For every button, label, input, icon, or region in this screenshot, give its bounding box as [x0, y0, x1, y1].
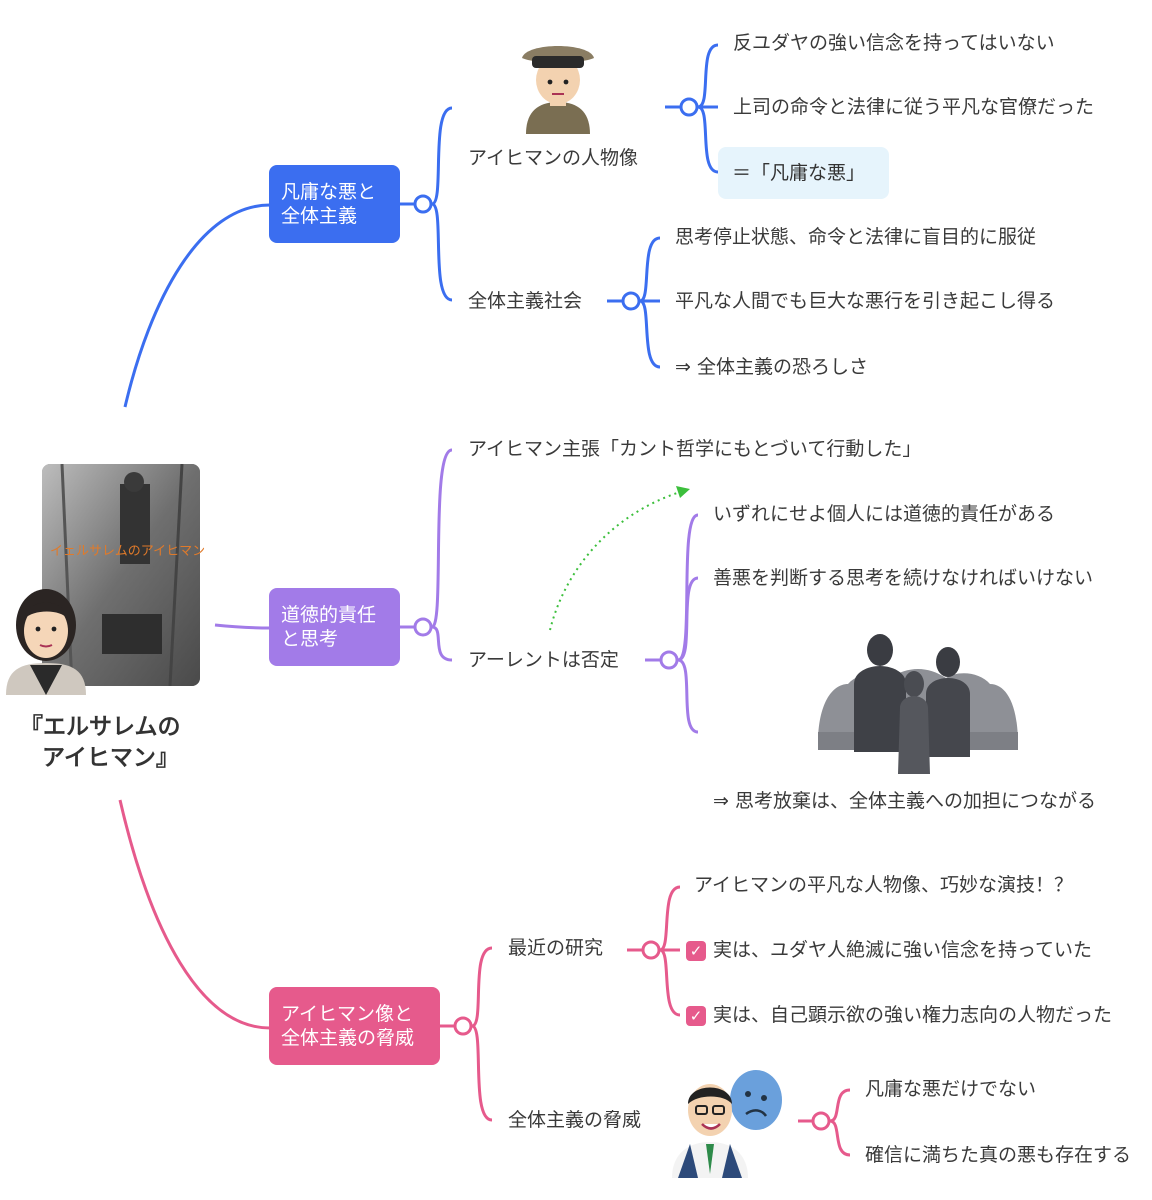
- node-totalitarian-threat[interactable]: [811, 1111, 831, 1131]
- check-icon[interactable]: ✓: [686, 941, 706, 961]
- dotted-arrow: [549, 491, 681, 631]
- leaf-abandon-thinking[interactable]: ⇒ 思考放棄は、全体主義への加担につながる: [713, 790, 1096, 812]
- node-branch3[interactable]: [453, 1016, 473, 1036]
- leaf-individual-responsibility[interactable]: いずれにせよ個人には道徳的責任がある: [713, 503, 1056, 525]
- leaf-strong-belief[interactable]: 実は、ユダヤ人絶滅に強い信念を持っていた: [713, 939, 1093, 961]
- branch-label-line2: と思考: [281, 628, 339, 650]
- root-title-line2: アイヒマン』: [42, 745, 179, 771]
- leaf-totalitarian-horror[interactable]: ⇒ 全体主義の恐ろしさ: [675, 356, 868, 378]
- leaf-not-only-banal[interactable]: 凡庸な悪だけでない: [865, 1078, 1037, 1100]
- node-branch2[interactable]: [413, 617, 433, 637]
- book-cover-icon: [42, 464, 200, 686]
- leaf-keep-thinking[interactable]: 善悪を判断する思考を続けなければいけない: [713, 567, 1094, 589]
- node-eichmann-profile[interactable]: [679, 97, 699, 117]
- branch-label-line1: 凡庸な悪と: [281, 181, 377, 203]
- leaf-ordinary-bureaucrat[interactable]: 上司の命令と法律に従う平凡な官僚だった: [733, 96, 1095, 118]
- branch-label-line2: 全体主義: [281, 205, 358, 227]
- branch-moral-responsibility[interactable]: 道徳的責任 と思考: [269, 588, 400, 666]
- node-label-arendt-denial[interactable]: アーレントは否定: [468, 649, 619, 671]
- leaf-banal-evil-text: ＝「凡庸な悪」: [732, 162, 866, 184]
- check-icon[interactable]: ✓: [686, 1006, 706, 1026]
- arendt-portrait-icon: [6, 589, 86, 695]
- crowd-shadow-illustration-icon: [818, 634, 1018, 774]
- connector-root-branch3: [118, 799, 271, 1030]
- root-title-line1: 『エルサレムの: [20, 714, 181, 740]
- leaf-clever-acting[interactable]: アイヒマンの平凡な人物像、巧妙な演技！？: [694, 874, 1074, 896]
- book-cover-title: イェルサレムのアイヒマン: [50, 544, 206, 559]
- connector-root-branch2: [214, 623, 271, 630]
- node-totalitarian-society[interactable]: [621, 291, 641, 311]
- node-branch1[interactable]: [413, 194, 433, 214]
- leaf-true-evil-exists[interactable]: 確信に満ちた真の悪も存在する: [865, 1144, 1132, 1166]
- two-faced-man-illustration-icon: [672, 1070, 782, 1178]
- leaf-banal-evil[interactable]: ＝「凡庸な悪」: [718, 147, 889, 199]
- leaf-thought-stoppage[interactable]: 思考停止状態、命令と法律に盲目的に服従: [675, 226, 1037, 248]
- branch-eichmann-image-threat[interactable]: アイヒマン像と 全体主義の脅威: [269, 987, 440, 1065]
- node-label-totalitarian-threat[interactable]: 全体主義の脅威: [508, 1109, 642, 1131]
- leaf-ordinary-people-evil[interactable]: 平凡な人間でも巨大な悪行を引き起こし得る: [675, 290, 1056, 312]
- officer-illustration-icon: [522, 46, 594, 134]
- node-label-kant-claim[interactable]: アイヒマン主張「カント哲学にもとづいて行動した」: [468, 438, 922, 460]
- node-label-eichmann-profile[interactable]: アイヒマンの人物像: [468, 147, 639, 169]
- node-recent-research[interactable]: [641, 940, 661, 960]
- node-arendt-denial[interactable]: [659, 650, 679, 670]
- leaf-no-antisemitism[interactable]: 反ユダヤの強い信念を持ってはいない: [733, 32, 1055, 54]
- connector-root-branch1: [123, 203, 271, 408]
- node-label-totalitarian-society[interactable]: 全体主義社会: [468, 290, 583, 312]
- leaf-power-oriented[interactable]: 実は、自己顕示欲の強い権力志向の人物だった: [713, 1004, 1113, 1026]
- branch-banality-of-evil[interactable]: 凡庸な悪と 全体主義: [269, 165, 400, 243]
- branch-label-line1: 道徳的責任: [281, 604, 377, 626]
- node-label-recent-research[interactable]: 最近の研究: [508, 937, 604, 959]
- branch-label-line1: アイヒマン像と: [281, 1003, 414, 1025]
- branch-label-line2: 全体主義の脅威: [281, 1027, 415, 1049]
